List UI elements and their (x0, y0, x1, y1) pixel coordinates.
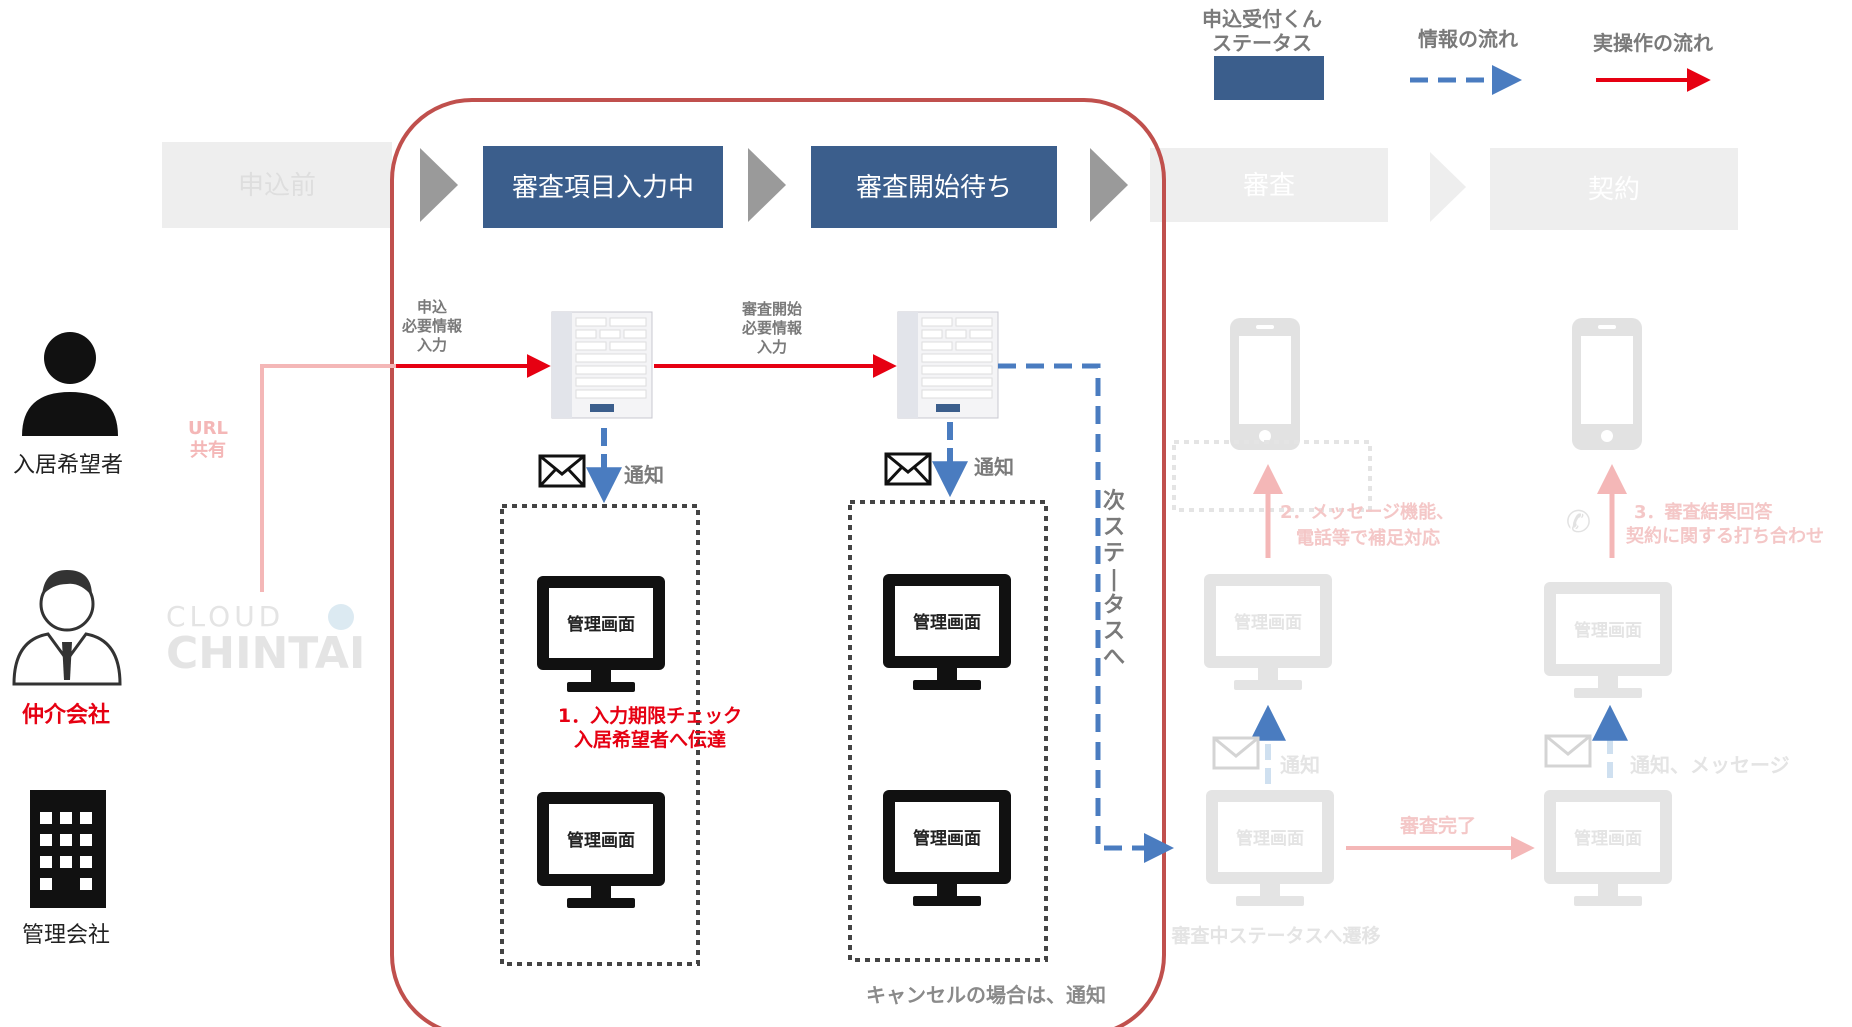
person-icon (22, 332, 118, 436)
notify-label-2: 通知 (974, 455, 1014, 479)
legend-action-label: 実操作の流れ (1593, 31, 1713, 55)
review-result-note: 3．審査結果回答契約に関する打ち合わせ (1625, 501, 1824, 547)
legend-info-label: 情報の流れ (1418, 27, 1518, 51)
next-status-label: 次ステ|タスへ (1103, 488, 1125, 670)
url-share-line (260, 364, 396, 592)
deadline-check-note: 1．入力期限チェック入居希望者へ伝達 (558, 704, 742, 751)
review-form-thumb (897, 311, 999, 419)
stage-waiting-label: 審査開始待ち (856, 173, 1012, 203)
stage-before-box (162, 142, 392, 228)
stage-contract-box (1490, 148, 1738, 230)
stage-bar: 申込前 審査項目入力中 審査開始待ち 審査 契約 (162, 142, 1738, 230)
admin-screen-label: 管理画面 (913, 612, 981, 633)
review-start-label: 審査開始必要情報入力 (741, 300, 803, 356)
review-done-label: 審査完了 (1399, 814, 1476, 837)
stage-waiting-box (811, 146, 1057, 228)
admin-screen-label: 管理画面 (1236, 828, 1304, 849)
cancel-note: キャンセルの場合は、通知 (866, 983, 1106, 1007)
notify-label-3: 通知 (1280, 753, 1320, 777)
stage-review-label: 審査 (1243, 171, 1295, 201)
mail-icon (538, 454, 586, 488)
notify-label-1: 通知 (624, 463, 664, 487)
chevron-3-icon (1090, 148, 1128, 222)
highlight-region (390, 98, 1166, 1027)
businessman-icon (12, 570, 122, 686)
admin-screen-label: 管理画面 (567, 614, 635, 635)
stage-input-label: 審査項目入力中 (512, 173, 694, 203)
stage-review-box (1150, 148, 1388, 222)
mail-icon (884, 452, 932, 486)
mail-icon (1544, 734, 1592, 768)
chevron-2-icon (748, 148, 786, 222)
building-icon (30, 790, 106, 908)
actor-manager-label: 管理会社 (22, 923, 110, 948)
brand-mark-icon (328, 604, 354, 630)
brand-top: CLOUD (166, 600, 284, 633)
admin-screen-label: 管理画面 (913, 828, 981, 849)
stage-contract-label: 契約 (1588, 175, 1640, 205)
broker-manager-group-1 (500, 504, 700, 966)
brand-bottom: CHINTAI (166, 628, 365, 679)
smartphone-icon (1230, 318, 1300, 450)
admin-screen-label: 管理画面 (1574, 828, 1642, 849)
admin-screen-label: 管理画面 (1574, 620, 1642, 641)
message-dotted-box (1172, 440, 1372, 512)
chevron-4-icon (1430, 152, 1466, 222)
legend-status-swatch (1214, 56, 1324, 100)
phone-call-icon: ✆ (1566, 505, 1591, 540)
actor-broker: 仲介会社 (12, 570, 122, 728)
next-status-flow (998, 363, 1174, 863)
apply-input-label: 申込必要情報入力 (401, 298, 463, 354)
broker-manager-group-2 (848, 500, 1048, 962)
stage-before-label: 申込前 (238, 171, 316, 201)
legend: 申込受付くんステータス 情報の流れ 実操作の流れ (1202, 7, 1713, 100)
smartphone-icon (1572, 318, 1642, 450)
chevron-1-icon (420, 148, 458, 222)
message-func-note: 2．メッセージ機能、電話等で補足対応 (1280, 501, 1454, 549)
admin-screen-label: 管理画面 (567, 830, 635, 851)
actor-broker-label: 仲介会社 (22, 702, 110, 728)
actor-applicant: 入居希望者 (13, 332, 123, 478)
stage-input-box (483, 146, 723, 228)
future-stages: 2．メッセージ機能、電話等で補足対応 ✆ 3．審査結果回答契約に関する打ち合わせ… (1170, 318, 1824, 947)
admin-screen-label: 管理画面 (1234, 612, 1302, 633)
transition-label: 審査中ステータスへ遷移 (1170, 924, 1380, 947)
mail-icon (1212, 736, 1260, 770)
actor-manager: 管理会社 (22, 790, 110, 948)
notify-message-label: 通知、メッセージ (1630, 753, 1790, 777)
legend-status-label: 申込受付くんステータス (1202, 7, 1322, 55)
application-form-thumb (551, 311, 653, 419)
actor-applicant-label: 入居希望者 (13, 453, 123, 478)
